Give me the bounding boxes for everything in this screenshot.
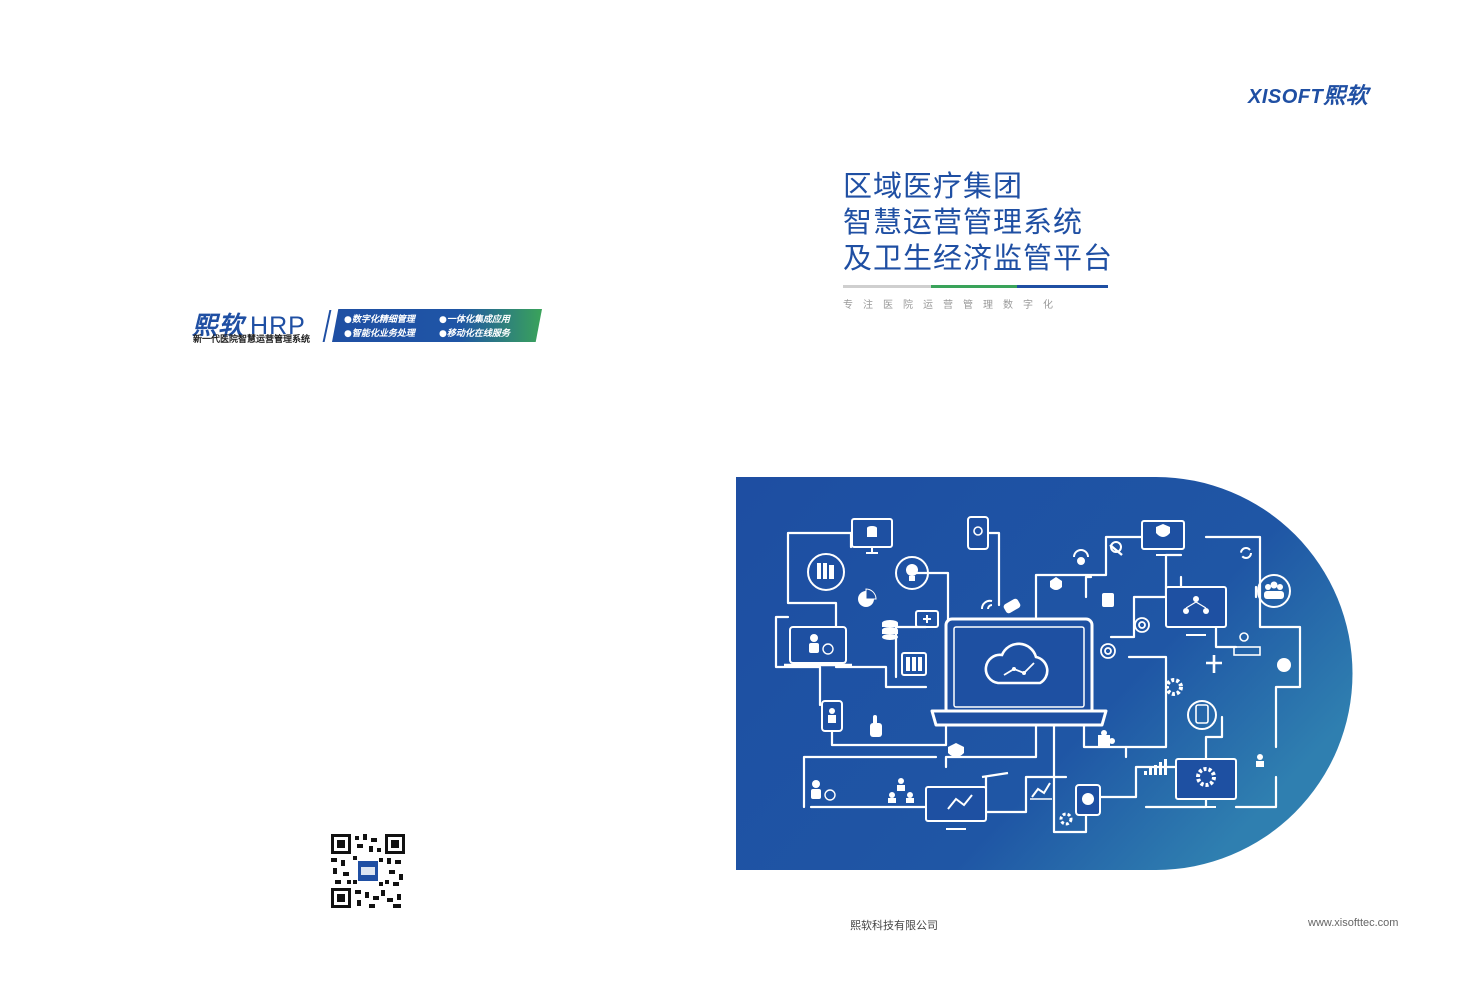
- target-icon: [1134, 617, 1150, 633]
- hrp-divider: [322, 310, 332, 342]
- feature-integrated: ●一体化集成应用: [439, 315, 510, 325]
- network-illustration: [736, 477, 1353, 870]
- monitor-shield-icon: [1141, 520, 1185, 556]
- title-line-3: 及卫生经济监管平台: [843, 241, 1114, 275]
- handshake-icon: [1003, 598, 1021, 614]
- binder-icon: [901, 652, 927, 676]
- feature-digital: ●数字化精细管理: [344, 315, 415, 325]
- books-icon: [807, 553, 845, 591]
- network-person-icon: [1256, 754, 1264, 767]
- slogan: 专注医院运营管理数字化: [843, 300, 1063, 311]
- page-title: 区域医疗集团 智慧运营管理系统 及卫生经济监管平台: [843, 168, 1113, 276]
- bar-chart-icon: [1144, 759, 1167, 775]
- target-2-icon: [1100, 643, 1116, 659]
- people-icon: [1257, 574, 1291, 608]
- qr-code-icon: [331, 834, 405, 908]
- company-name: 熙软科技有限公司: [850, 919, 938, 932]
- monitor-org-icon: [1165, 586, 1227, 636]
- puzzle-icon: [1098, 730, 1115, 747]
- hrp-feature-box: ●数字化精细管理 ●一体化集成应用 ●智能化业务处理 ●移动化在线服务: [332, 309, 542, 342]
- xisoft-logo: XISOFT熙软: [1248, 78, 1368, 110]
- feature-mobile: ●移动化在线服务: [439, 329, 510, 339]
- monitor-chart-icon: [925, 786, 987, 830]
- phone-pie-icon: [1075, 784, 1101, 816]
- pie-chart-icon: [858, 588, 877, 607]
- lightbulb-icon: [895, 556, 929, 590]
- headset-icon: [1073, 549, 1089, 565]
- hrp-subtitle: 新一代医院智慧运营管理系统: [193, 335, 311, 345]
- person-finance-icon: [811, 780, 836, 801]
- logo-en: XISOFT: [1248, 86, 1324, 108]
- title-line-2: 智慧运营管理系统: [843, 205, 1084, 239]
- monitor-gear-icon: [1175, 758, 1237, 808]
- shield-badge-icon: [1050, 577, 1062, 590]
- website-link[interactable]: www.xisofttec.com: [1308, 917, 1399, 929]
- title-rule-green: [931, 285, 1017, 288]
- refresh-icon: [1240, 547, 1252, 559]
- database-stack-icon: [882, 620, 898, 640]
- medical-kit-icon: [915, 610, 939, 628]
- phone-location-icon: [967, 516, 989, 550]
- feature-intelligent: ●智能化业务处理: [344, 329, 415, 339]
- pie-chart-2-icon: [1277, 658, 1291, 672]
- title-line-1: 区域医疗集团: [843, 169, 1024, 203]
- shield-icon: [948, 743, 964, 757]
- wifi-icon: [981, 599, 993, 610]
- title-rule-blue: [1017, 285, 1108, 288]
- title-rule-gray: [843, 285, 931, 288]
- gear-icon: [1165, 678, 1183, 696]
- hrp-brand-cn: 熙软: [192, 311, 245, 340]
- syringe-icon: [981, 771, 1009, 779]
- org-chart-icon: [888, 778, 914, 803]
- phone-person-icon: [821, 700, 843, 732]
- satellite-icon: [1109, 541, 1123, 556]
- gear-small-icon: [1059, 812, 1073, 826]
- mobile-circle-icon: [1187, 700, 1217, 730]
- hospital-bed-icon: [1233, 632, 1261, 656]
- touch-icon: [870, 715, 882, 737]
- clipboard-icon: [1102, 593, 1114, 607]
- line-chart-icon: [1030, 782, 1052, 800]
- laptop-person-icon: [784, 626, 852, 667]
- plane-icon: [1206, 655, 1222, 673]
- laptop-cloud-icon: [930, 617, 1108, 727]
- logo-cn: 熙软: [1323, 84, 1369, 109]
- database-icon: [867, 526, 877, 537]
- hrp-brand-en: HRP: [250, 312, 306, 340]
